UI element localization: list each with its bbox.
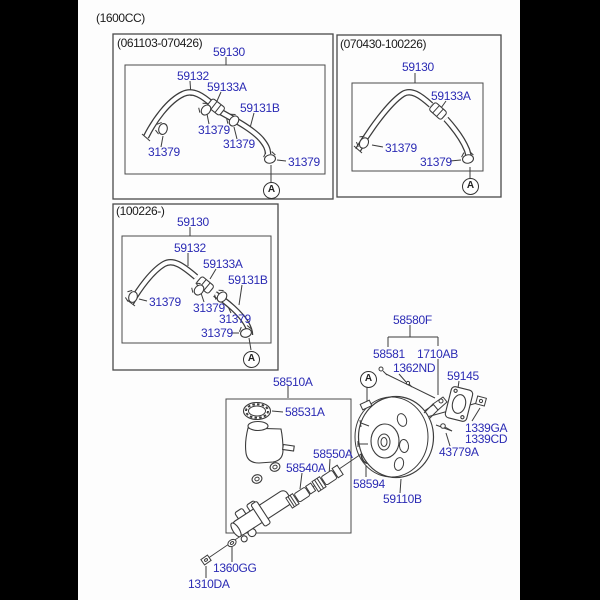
part-label-59130[interactable]: 59130 [213, 45, 245, 59]
part-label-31379[interactable]: 31379 [385, 141, 417, 155]
part-label-58580F[interactable]: 58580F [393, 313, 432, 327]
engine-code-label: (1600CC) [96, 11, 145, 25]
date-range-label-early: (061103-070426) [117, 36, 203, 50]
flange-nut-icon [200, 554, 212, 566]
part-label-59145[interactable]: 59145 [447, 369, 479, 383]
box-mid [336, 34, 502, 198]
secondary-piston [311, 464, 344, 493]
box-early-inner [124, 64, 326, 175]
variant-boxes [112, 33, 502, 534]
part-label-59133A[interactable]: 59133A [431, 89, 471, 103]
part-label-43779A[interactable]: 43779A [439, 445, 479, 459]
part-label-59132[interactable]: 59132 [177, 69, 209, 83]
part-label-59130[interactable]: 59130 [402, 60, 434, 74]
part-label-58531A[interactable]: 58531A [285, 405, 325, 419]
part-label-59131B[interactable]: 59131B [240, 101, 280, 115]
washer-icon [227, 538, 237, 548]
reservoir-cap [242, 401, 272, 421]
snap-pin-icon [405, 380, 413, 388]
part-label-59133A[interactable]: 59133A [207, 80, 247, 94]
clevis-pin-icon [378, 366, 388, 376]
part-label-59132[interactable]: 59132 [174, 241, 206, 255]
vacuum-hose-late [123, 262, 254, 340]
section-marker-a: A [263, 182, 280, 199]
part-label-59110B[interactable]: 59110B [383, 492, 422, 506]
brake-fluid-reservoir [245, 420, 295, 464]
primary-piston [285, 482, 317, 509]
part-label-1362ND[interactable]: 1362ND [393, 361, 436, 375]
box-late [112, 203, 279, 371]
part-label-31379[interactable]: 31379 [219, 312, 251, 326]
section-marker-a: A [243, 351, 260, 368]
brake-booster [354, 395, 435, 479]
mounting-nut-icon [475, 395, 487, 407]
section-marker-a: A [360, 371, 377, 388]
part-label-31379[interactable]: 31379 [149, 295, 181, 309]
part-label-1310DA[interactable]: 1310DA [188, 577, 230, 591]
part-label-31379[interactable]: 31379 [420, 155, 452, 169]
booster-gasket [444, 386, 474, 422]
box-late-inner [121, 235, 272, 344]
part-label-58550A[interactable]: 58550A [313, 447, 353, 461]
part-label-31379[interactable]: 31379 [193, 301, 225, 315]
box-master-cylinder [225, 398, 352, 534]
box-early [112, 33, 334, 200]
part-label-31379[interactable]: 31379 [223, 137, 255, 151]
part-label-1360GG[interactable]: 1360GG [213, 561, 257, 575]
part-label-31379[interactable]: 31379 [148, 145, 180, 159]
section-marker-a: A [462, 178, 479, 195]
part-label-1710AB[interactable]: 1710AB [417, 347, 458, 361]
part-label-58594[interactable]: 58594 [353, 477, 385, 491]
part-label-1339CD[interactable]: 1339CD [465, 432, 508, 446]
part-label-59130[interactable]: 59130 [177, 215, 209, 229]
part-label-59131B[interactable]: 59131B [228, 273, 268, 287]
part-label-59133A[interactable]: 59133A [203, 257, 243, 271]
part-label-58540A[interactable]: 58540A [286, 461, 326, 475]
mounting-bolt-icon [440, 423, 453, 432]
date-range-label-mid: (070430-100226) [340, 37, 427, 51]
date-range-label-late: (100226-) [116, 204, 165, 218]
part-label-58510A[interactable]: 58510A [273, 375, 313, 389]
vacuum-hose-mid [353, 92, 476, 165]
vacuum-hose-early [141, 92, 278, 165]
part-label-58581[interactable]: 58581 [373, 347, 405, 361]
part-label-31379[interactable]: 31379 [201, 326, 233, 340]
clevis-fork [423, 396, 448, 420]
part-label-31379[interactable]: 31379 [198, 123, 230, 137]
part-label-1339GA[interactable]: 1339GA [465, 421, 508, 435]
box-mid-inner [351, 82, 484, 172]
part-label-31379[interactable]: 31379 [288, 155, 320, 169]
vacuum-port-icon [359, 399, 373, 411]
